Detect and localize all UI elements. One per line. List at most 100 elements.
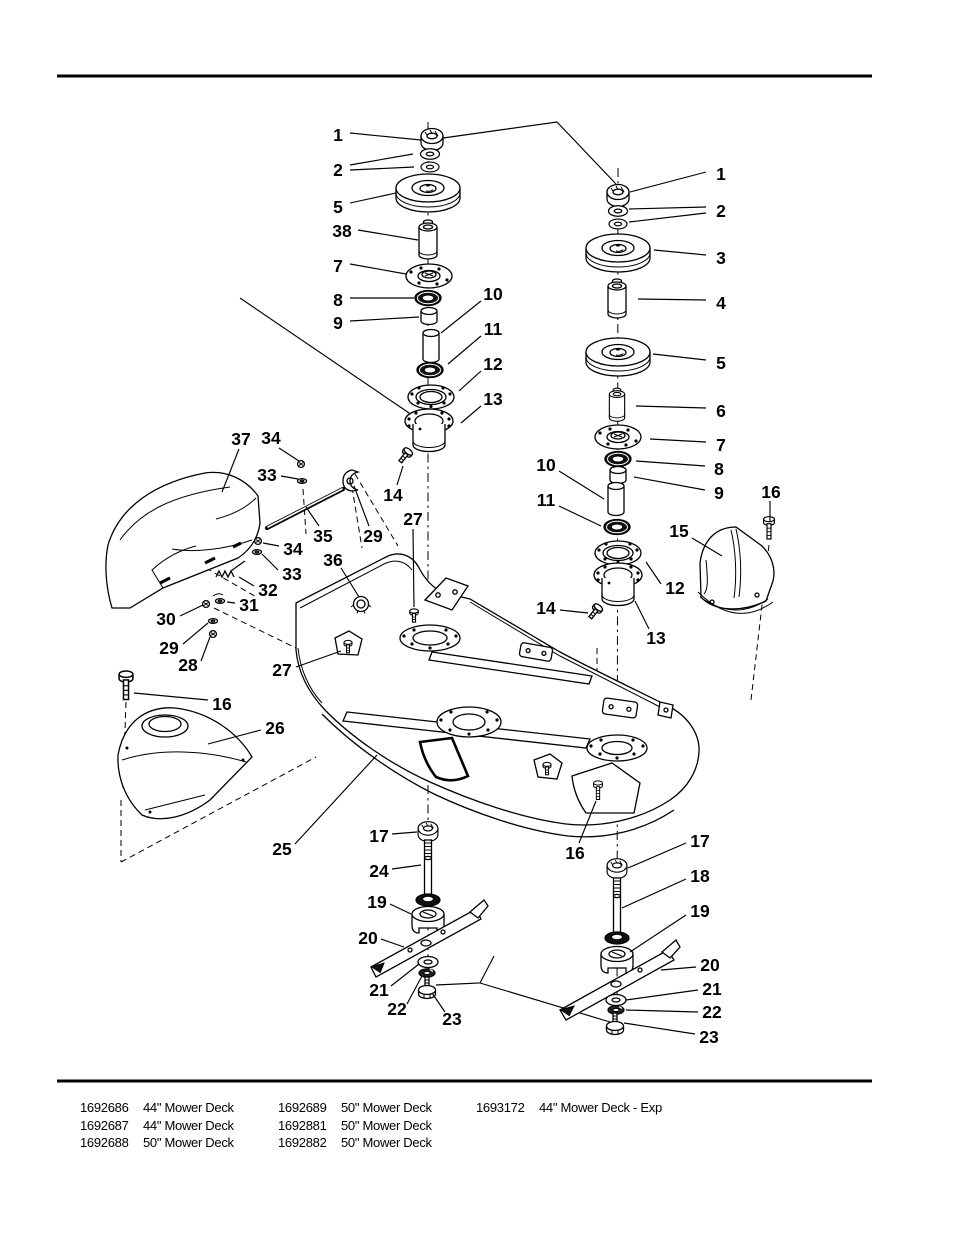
callout-7: 7 — [716, 435, 726, 455]
leader-line-30 — [179, 604, 204, 617]
leader-line-35 — [305, 506, 320, 527]
callout-33: 33 — [282, 564, 302, 584]
deflector-37 — [105, 471, 261, 609]
leader-line-15 — [691, 537, 723, 557]
leader-line-3 — [653, 249, 707, 256]
leader-line-38 — [357, 229, 419, 241]
leader-line-34 — [278, 447, 300, 462]
flange-12-right — [594, 540, 642, 566]
callout-1: 1 — [716, 164, 726, 184]
deck-tab — [657, 701, 674, 719]
long-leader-lines — [239, 121, 617, 1023]
part-description: 50" Mower Deck — [341, 1135, 432, 1151]
callout-2: 2 — [716, 201, 726, 221]
deck-front-panel — [571, 762, 641, 814]
part-description: 44" Mower Deck — [143, 1100, 234, 1116]
shaft-24 — [415, 839, 441, 907]
spacer-38 — [418, 219, 438, 260]
part-number: 1692687 — [80, 1117, 129, 1133]
locknut-1-right — [606, 183, 630, 208]
leader-line-20 — [380, 938, 405, 948]
blade-assembly-left — [370, 821, 489, 1000]
callout-5: 5 — [716, 353, 726, 373]
deck-rail-upper — [428, 651, 593, 685]
spindle-assembly-left — [395, 127, 461, 466]
part-description: 50" Mower Deck — [143, 1135, 234, 1151]
leader-line-2 — [628, 206, 707, 210]
leader-line-8 — [635, 460, 706, 467]
callout-27: 27 — [403, 509, 422, 529]
washer-2b-left — [420, 161, 440, 173]
callout-37: 37 — [231, 429, 250, 449]
leader-line-7 — [649, 438, 707, 443]
leader-line-7 — [349, 263, 407, 275]
callout-32: 32 — [258, 580, 278, 600]
leader-line-28 — [200, 636, 211, 662]
leader-line-25 — [294, 754, 378, 845]
leader-line-13 — [634, 600, 650, 630]
spacer-9-right — [609, 465, 627, 485]
part-description: 44" Mower Deck — [143, 1117, 234, 1133]
deck-spindle-hole-center — [436, 706, 502, 738]
part-number: 1692686 — [80, 1100, 129, 1116]
nut-17-left — [417, 821, 439, 843]
callout-12: 12 — [483, 354, 503, 374]
callout-15: 15 — [669, 521, 689, 541]
leader-line-21 — [390, 963, 420, 987]
callout-2: 2 — [333, 160, 343, 180]
tube-10-right — [607, 481, 625, 517]
leader-line-21 — [625, 989, 699, 1001]
callout-13: 13 — [646, 628, 666, 648]
housing-13-right — [593, 562, 643, 607]
callout-11: 11 — [484, 319, 503, 339]
part-list-entry: 1692687 44" Mower Deck — [80, 1117, 234, 1135]
spacer-6 — [608, 387, 626, 422]
leader-line-16 — [133, 692, 209, 701]
screw-34-b — [253, 536, 263, 546]
leader-line-11 — [558, 505, 602, 527]
leader-line-31 — [226, 601, 236, 604]
callout-labels: 1253878910111213141234567891011151612131… — [156, 125, 781, 1047]
leader-line-33 — [261, 553, 279, 571]
cover-26 — [117, 707, 253, 820]
bolt-30 — [201, 599, 211, 609]
leader-line-23 — [623, 1022, 696, 1035]
bolt-16-right — [763, 516, 775, 540]
leader-line-24 — [391, 864, 422, 870]
leader-line-36 — [340, 567, 360, 598]
leader-line-4 — [637, 298, 707, 301]
bolt-23-right — [605, 1012, 625, 1036]
washer-33-a — [296, 477, 308, 485]
callout-16: 16 — [212, 694, 232, 714]
callout-10: 10 — [483, 284, 503, 304]
flange-7-right — [594, 424, 642, 450]
callout-35: 35 — [313, 526, 333, 546]
leader-lines — [133, 132, 771, 1035]
callout-24: 24 — [369, 861, 389, 881]
callout-8: 8 — [333, 290, 343, 310]
pulley-5-right — [585, 337, 651, 377]
leader-line-1 — [629, 171, 707, 193]
deck-plate-a — [518, 642, 554, 662]
callout-16: 16 — [565, 843, 585, 863]
callout-19: 19 — [367, 892, 387, 912]
callout-14: 14 — [383, 485, 403, 505]
callout-18: 18 — [690, 866, 710, 886]
leader-line-32 — [238, 576, 255, 587]
flange-12-left — [407, 384, 455, 410]
washer-21-left — [417, 955, 439, 969]
bearing-8-left — [414, 289, 442, 307]
leader-line-12 — [458, 370, 482, 392]
pulley-3 — [585, 233, 651, 273]
bolt-16-left — [118, 670, 134, 701]
deck-shell — [295, 553, 700, 838]
callout-19: 19 — [690, 901, 710, 921]
leader-line-17 — [391, 831, 418, 835]
washer-21-right — [605, 993, 627, 1007]
callout-30: 30 — [156, 609, 176, 629]
spacer-4 — [607, 278, 627, 319]
callout-3: 3 — [716, 248, 726, 268]
spring-32 — [215, 560, 246, 579]
